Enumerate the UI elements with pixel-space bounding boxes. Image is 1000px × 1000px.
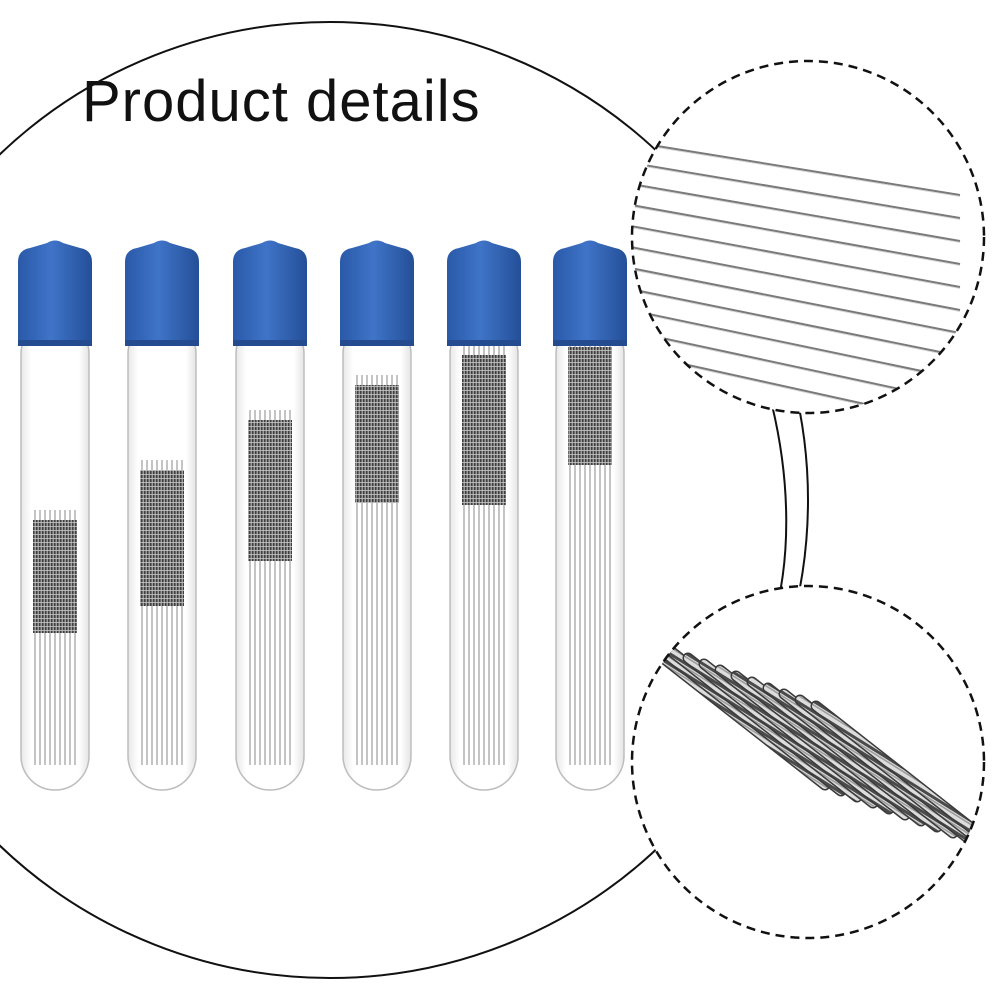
page-title: Product details [82, 69, 481, 134]
needle-tube-icon [125, 240, 199, 791]
magnifier-circle-icon [630, 59, 986, 415]
magnifier-circle-icon [630, 584, 986, 940]
needle-tubes [18, 240, 627, 791]
tube-cap [18, 240, 92, 345]
needle-tube-icon [340, 240, 414, 791]
coil-section [568, 347, 612, 465]
tube-cap [447, 240, 521, 345]
coil-section [248, 420, 292, 561]
tube-cap [233, 240, 307, 345]
outline-circle [0, 21, 809, 979]
straight-needles [632, 139, 961, 413]
coil-section [33, 520, 77, 633]
needle-tube-icon [18, 240, 92, 791]
needle-tube-icon [233, 240, 307, 791]
tube-cap [340, 240, 414, 345]
needle-tube-icon [553, 240, 627, 791]
needle-tube-icon [447, 240, 521, 791]
tube-cap [553, 240, 627, 345]
coil-section [462, 355, 506, 505]
tube-cap [125, 240, 199, 345]
coiled-needles [634, 634, 984, 857]
coil-section [140, 470, 184, 606]
coil-section [355, 385, 399, 503]
